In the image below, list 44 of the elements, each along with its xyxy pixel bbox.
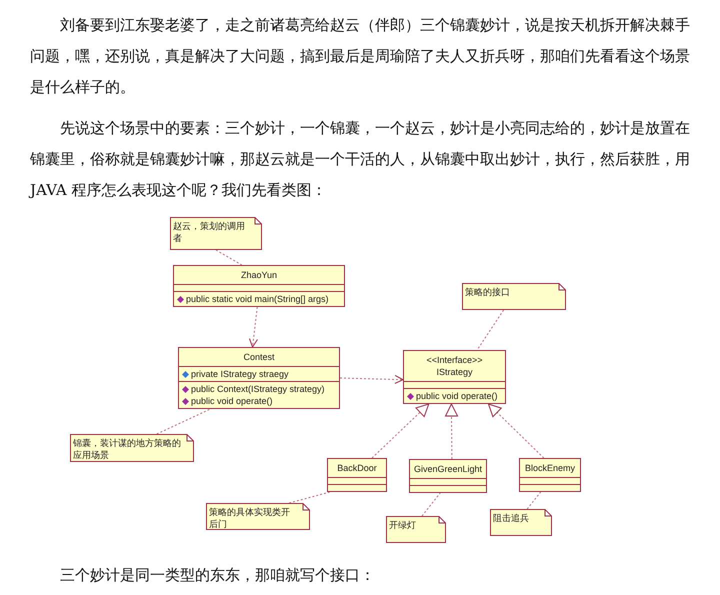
note-text: 策略的接口	[464, 286, 511, 299]
class-box	[409, 459, 487, 493]
method-text: public void operate()	[416, 390, 498, 402]
class-name: GivenGreenLight	[412, 463, 484, 475]
stereotype-label: <<Interface>>	[425, 354, 484, 366]
class-name: Contest	[242, 351, 276, 363]
paragraph: 三个妙计是同一类型的东东，那咱就写个接口：	[59, 565, 376, 586]
class-name: BlockEnemy	[524, 462, 576, 474]
leader-line	[526, 492, 542, 510]
note-box	[70, 434, 194, 462]
leader-line	[476, 310, 504, 350]
class-name: IStrategy	[435, 366, 474, 378]
note-box	[386, 516, 446, 543]
leader-line	[288, 492, 330, 504]
paragraph: 先说这个场景中的要素：三个妙计，一个锦囊，一个赵云，妙计是小亮同志给的，妙计是放置在锦囊里，俗称就是锦囊妙计嘛，那赵云就是一个干活的人，从锦囊中取出妙计，执行，然后获胜，用 JAVA 程序怎么表现这个呢？我们先看类图：	[30, 118, 691, 201]
realization-arrow	[488, 404, 544, 458]
note-text: 开绿灯	[388, 519, 417, 532]
realization-arrow	[372, 404, 430, 458]
note-box	[206, 503, 310, 530]
note-text: 策略的具体实现类开后门	[208, 506, 291, 531]
method-text: public void operate()	[191, 395, 273, 407]
class-box	[173, 265, 345, 307]
paragraph: 刘备要到江东娶老婆了，走之前诸葛亮给赵云（伴郎）三个锦囊妙计，说是按天机拆开解决棘手问题，嘿，还别说，真是解决了大问题，搞到最后是周瑜陪了夫人又折兵呀，那咱们先看看这个场景是什么样子的。	[30, 15, 691, 98]
note-text: 锦囊，装计谋的地方策略的应用场景	[72, 437, 182, 462]
field-text: private IStrategy straegy	[191, 368, 289, 380]
leader-line	[216, 250, 242, 266]
note-text: 赵云，策划的调用者	[172, 220, 246, 245]
class-box	[403, 350, 506, 404]
class-box	[327, 458, 387, 492]
class-name: ZhaoYun	[240, 269, 278, 281]
class-name: BackDoor	[336, 462, 378, 474]
leader-line	[422, 492, 441, 516]
note-text: 阻击追兵	[492, 512, 530, 525]
dependency-arrow	[340, 374, 404, 384]
note-box	[170, 217, 262, 250]
method-text: public Context(IStrategy strategy)	[191, 383, 325, 395]
dependency-arrow	[249, 306, 258, 348]
class-box	[178, 347, 340, 409]
method-text: public static void main(String[] args)	[186, 293, 329, 305]
class-box	[519, 458, 581, 492]
note-box	[490, 509, 552, 536]
leader-line	[156, 408, 211, 434]
realization-arrow	[445, 404, 458, 460]
note-box	[462, 283, 566, 310]
